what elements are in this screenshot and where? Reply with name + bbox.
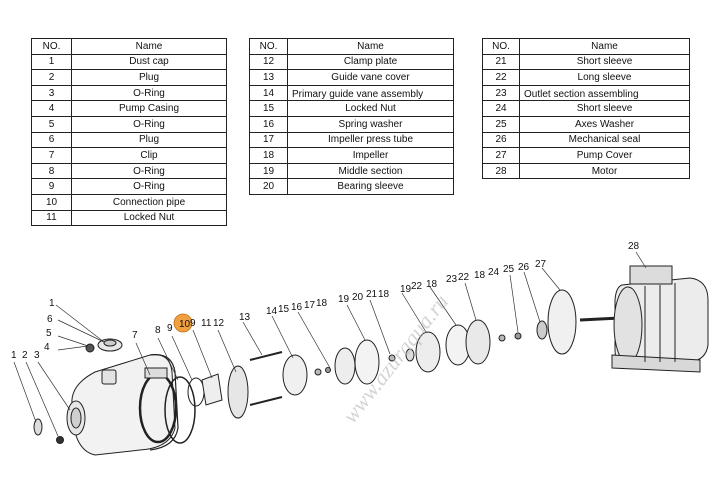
callout-6: 6 — [47, 314, 53, 325]
mechanical-seal-drawing — [536, 320, 548, 340]
oring-9-drawing — [187, 377, 205, 407]
clamp-plate-drawing — [227, 365, 249, 419]
callout-15: 15 — [278, 304, 290, 315]
callout-11: 11 — [201, 318, 212, 329]
callout-27: 27 — [535, 259, 547, 270]
callout-18: 18 — [378, 289, 390, 300]
callout-21: 21 — [366, 289, 378, 300]
table-header-row: NO. Name — [482, 38, 690, 55]
callout-3: 3 — [34, 350, 40, 361]
callout-2: 2 — [22, 350, 28, 361]
callout-1: 1 — [11, 350, 17, 361]
callout-7: 7 — [132, 330, 138, 341]
top-plug-drawing — [85, 343, 95, 353]
exploded-parts-drawing — [33, 265, 709, 456]
callout-10: 10 — [179, 319, 191, 330]
callout-24: 24 — [488, 267, 500, 278]
highlight-callout-10 — [173, 313, 193, 333]
callout-9: 9 — [167, 323, 173, 334]
callout-9: 9 — [190, 318, 196, 329]
callout-13: 13 — [239, 312, 251, 323]
primary-guide-vane-drawing — [282, 354, 308, 396]
callout-22: 22 — [458, 272, 470, 283]
outlet-section-drawing — [465, 319, 491, 365]
callout-14: 14 — [266, 306, 278, 317]
callout-18: 18 — [474, 270, 486, 281]
callout-18: 18 — [426, 279, 438, 290]
callout-25: 25 — [503, 264, 515, 275]
callout-8: 8 — [155, 325, 161, 336]
callout-16: 16 — [291, 302, 303, 313]
callout-17: 17 — [304, 300, 316, 311]
callout-18: 18 — [316, 298, 328, 309]
callout-22: 22 — [411, 281, 423, 292]
callout-26: 26 — [518, 262, 530, 273]
plug-drawing — [56, 436, 64, 444]
leader-lines — [13, 251, 647, 437]
dust-cap-drawing — [33, 418, 43, 436]
part-name-cell: Motor — [519, 162, 690, 180]
connection-pipe-drawing — [201, 373, 223, 406]
part-name-cell: Bearing sleeve — [287, 178, 454, 195]
callout-20: 20 — [352, 292, 364, 303]
callout-19: 19 — [400, 284, 412, 295]
callout-12: 12 — [213, 318, 225, 329]
callout-28: 28 — [628, 241, 640, 252]
callout-1: 1 — [49, 298, 55, 309]
oring-8-drawing — [164, 376, 196, 444]
callout-23: 23 — [446, 274, 458, 285]
callout-4: 4 — [44, 342, 50, 353]
impeller-drawing — [334, 347, 356, 385]
pump-cover-drawing — [547, 289, 577, 355]
callout-5: 5 — [46, 328, 52, 339]
callout-19: 19 — [338, 294, 350, 305]
part-name-cell: Locked Nut — [71, 209, 227, 227]
part-number-cell: 28 — [482, 162, 520, 180]
middle-section-drawing — [354, 339, 380, 385]
motor-drawing — [611, 265, 709, 373]
